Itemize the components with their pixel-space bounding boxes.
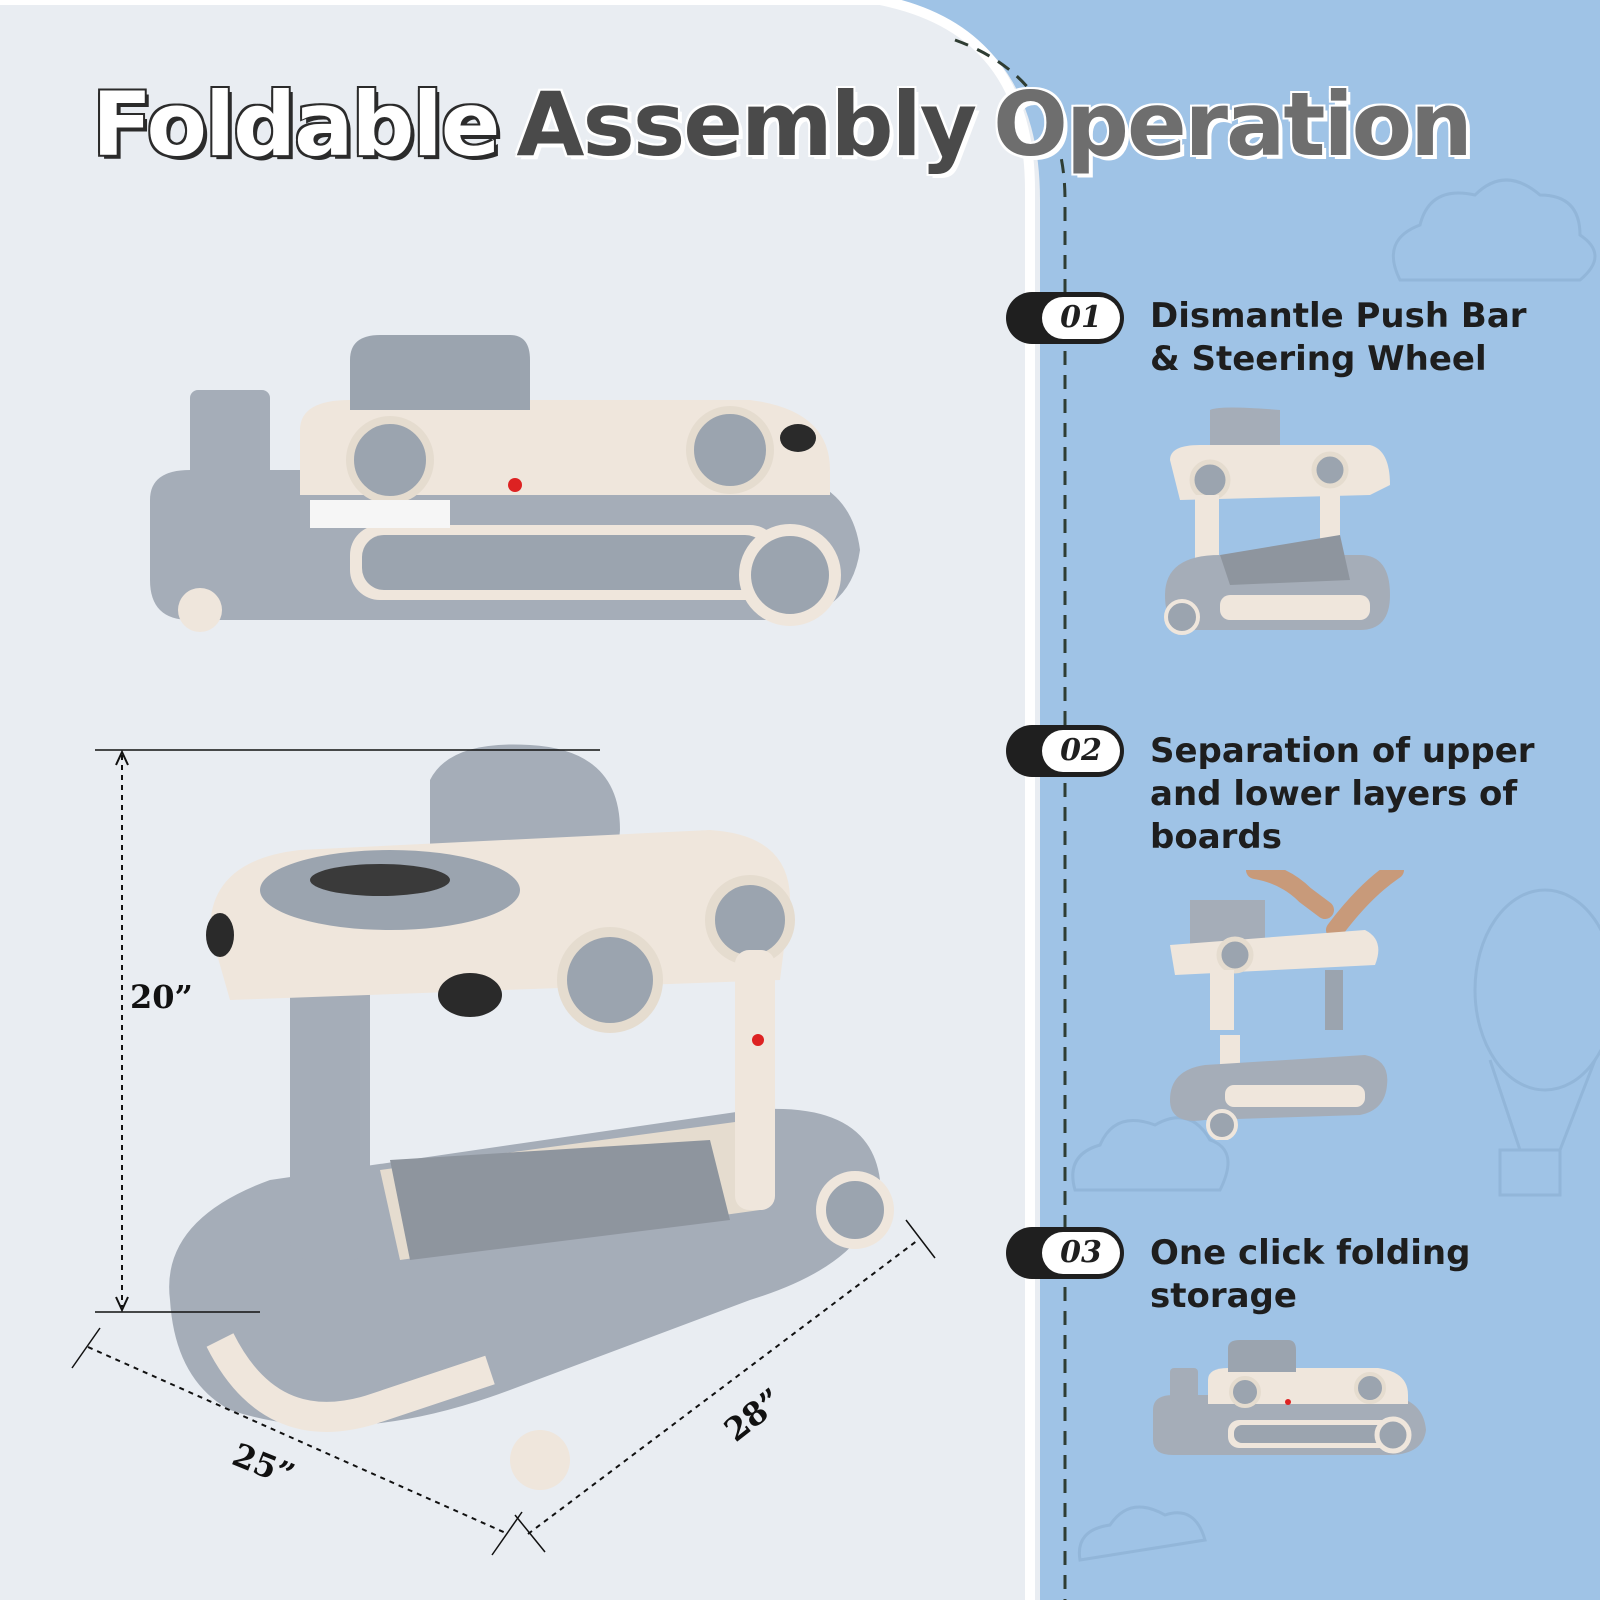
hot-air-balloon-doodle: [1473, 888, 1600, 1197]
height-dimension: 20”: [130, 978, 193, 1016]
step-3-image: [1153, 1340, 1426, 1455]
folded-walker-image: [150, 335, 860, 632]
step-1-badge: 01: [1006, 292, 1124, 344]
title-word-operation: Operation: [993, 73, 1473, 176]
dimension-lines: [71, 749, 936, 1556]
step-2-image: [1170, 870, 1404, 1140]
step-3-text: One click folding storage: [1150, 1233, 1471, 1316]
step-2-text: Separation of upper and lower layers of …: [1150, 731, 1535, 857]
step-2-badge: 02: [1006, 725, 1124, 777]
step-2-number: 02: [1042, 730, 1120, 772]
title-word-foldable: Foldable: [92, 73, 500, 176]
cloud-doodle: [1071, 178, 1597, 1562]
title-word-assembly: Assembly: [516, 73, 977, 176]
step-3-badge: 03: [1006, 1227, 1124, 1279]
step-3-number: 03: [1042, 1232, 1120, 1274]
step-1-image: [1164, 407, 1390, 635]
unfolded-walker-image: [169, 744, 894, 1490]
step-1-text: Dismantle Push Bar & Steering Wheel: [1150, 296, 1527, 379]
step-1-number: 01: [1042, 297, 1120, 339]
